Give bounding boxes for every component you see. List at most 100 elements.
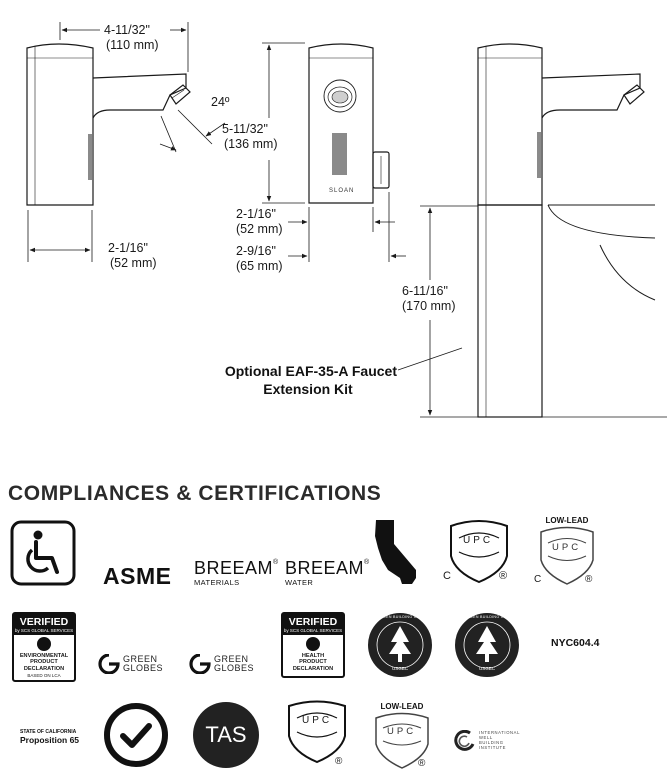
verified-epd-desc-2: PRODUCT — [30, 659, 58, 666]
breeam-materials-name: BREEAM — [194, 558, 274, 578]
sink-basin — [547, 204, 656, 301]
breeam-materials-logo: BREEAM® MATERIALS — [194, 559, 279, 587]
cupc-low-lead-r: ® — [585, 574, 593, 585]
green-globes-1-line1: GREEN — [123, 654, 158, 665]
breeam-water-logo: BREEAM® WATER — [285, 559, 370, 587]
verified-epd-sub: by SCS GLOBAL SERVICES — [14, 628, 74, 635]
iwbi-line4: INSTITUTE — [479, 744, 507, 750]
front-body-frac: 2-1/16" — [236, 207, 276, 221]
green-globes-2-line1: GREEN — [214, 654, 249, 665]
side-base-frac: 2-1/16" — [108, 241, 148, 255]
breeam-water-reg: ® — [364, 559, 370, 566]
front-view-side-valve — [372, 151, 390, 189]
green-globes-1-line2: GLOBES — [123, 663, 164, 673]
green-globes-icon — [189, 654, 211, 674]
verified-epd-foot: BASED ON LCA — [27, 673, 61, 679]
breeam-water-name: BREEAM — [285, 558, 365, 578]
verified-epd-desc-3: DECLARATION — [23, 665, 65, 672]
cupc-low-lead-icon: LOW-LEAD UPC C ® — [531, 516, 603, 588]
verified-hpd-desc-2: PRODUCT — [299, 659, 327, 666]
usgbc-2-ring-text: U.S. GREEN BUILDING COUNCIL — [454, 615, 519, 619]
green-globes-icon — [98, 654, 120, 674]
usgbc-1-ring-text: U.S. GREEN BUILDING COUNCIL — [367, 615, 432, 619]
front-view-body — [308, 43, 374, 204]
kit-label-line2: Extension Kit — [263, 381, 353, 397]
iwbi-line1: INTERNATIONAL — [479, 730, 520, 736]
verified-hpd-title: VERIFIED — [283, 614, 343, 628]
ada-accessible-icon — [10, 520, 78, 591]
upc-shield-r: ® — [335, 756, 343, 767]
verified-epd-badge: VERIFIED by SCS GLOBAL SERVICES ENVIRONM… — [12, 612, 76, 683]
nyc-604-label: NYC604.4 — [551, 637, 600, 649]
upc-low-lead-icon: LOW-LEAD UPC ® — [368, 702, 436, 772]
front-view — [308, 43, 390, 204]
iwbi-line2: WELL — [479, 735, 493, 741]
upc-low-lead-label: LOW-LEAD — [380, 702, 424, 711]
front-view-aerator — [323, 79, 357, 113]
verified-epd-desc-1: ENVIRONMENTAL — [19, 653, 69, 659]
spout-angle: 24º — [211, 95, 230, 109]
iwbi-swirl-icon — [454, 730, 475, 751]
tas-badge: TAS — [193, 702, 259, 768]
top-width-mm: (110 mm) — [106, 38, 159, 52]
extension-height-mm: (170 mm) — [402, 299, 455, 313]
breeam-materials-sub: MATERIALS — [194, 578, 240, 587]
cupc-r-mark: ® — [499, 570, 508, 582]
top-width-frac: 4-11/32" — [104, 23, 150, 37]
front-overall-frac: 2-9/16" — [236, 244, 276, 258]
certifications-heading: COMPLIANCES & CERTIFICATIONS — [8, 482, 382, 505]
front-view-sensor-window — [332, 133, 347, 175]
verified-hpd-badge: VERIFIED by SCS GLOBAL SERVICES HEALTH P… — [281, 612, 345, 679]
front-body-mm: (52 mm) — [236, 222, 283, 236]
side-view-sensor-window — [88, 134, 92, 180]
kit-label-line1: Optional EAF-35-A Faucet — [225, 363, 398, 379]
extension-height-frac: 6-11/16" — [402, 284, 448, 298]
verified-hpd-sub: by SCS GLOBAL SERVICES — [283, 628, 343, 635]
upc-low-lead-r: ® — [418, 758, 426, 769]
iwbi-logo: INTERNATIONAL WELL BUILDING INSTITUTE — [454, 730, 520, 752]
side-view-body — [26, 43, 94, 206]
scs-check-icon — [37, 637, 51, 651]
cupc-upc-text: UPC — [463, 535, 494, 546]
asme-logo: ASME — [103, 563, 172, 589]
extension-kit-tube — [477, 204, 543, 418]
iwbi-line3: BUILDING — [479, 740, 504, 745]
faucet-dimension-drawing: 4-11/32" (110 mm) 24º 2-1/16" (52 mm) SL… — [26, 22, 667, 418]
usgbc-1-mark: USGBC — [391, 666, 408, 671]
height-frac: 5-11/32" — [222, 122, 268, 136]
california-state-icon — [372, 518, 422, 593]
extension-faucet-body — [477, 43, 543, 206]
prop65-line2: Proposition 65 — [20, 735, 80, 745]
breeam-water-sub: WATER — [285, 578, 314, 587]
extension-spout — [541, 73, 641, 119]
extension-view — [477, 43, 656, 418]
cupc-shield-icon: UPC C ® — [443, 518, 515, 586]
usgbc-seal-1: USGBC U.S. GREEN BUILDING COUNCIL — [367, 612, 433, 678]
side-view-spout — [92, 73, 187, 119]
green-globes-2-line2: GLOBES — [214, 663, 255, 673]
verified-hpd-desc-3: DECLARATION — [292, 665, 334, 672]
upc-shield-icon: UPC ® — [283, 700, 351, 770]
breeam-materials-reg: ® — [273, 559, 279, 566]
cupc-low-lead-upc: UPC — [552, 542, 582, 553]
upc-shield-text: UPC — [302, 715, 333, 726]
prop65-line1: STATE OF CALIFORNIA — [20, 729, 77, 735]
verified-epd-title: VERIFIED — [14, 614, 74, 628]
verified-hpd-desc-1: HEALTH — [301, 653, 325, 659]
side-view — [26, 43, 191, 206]
usgbc-2-mark: USGBC — [478, 666, 495, 671]
cupc-c-mark: C — [443, 570, 451, 582]
prop65-label: STATE OF CALIFORNIA Proposition 65 — [20, 729, 79, 745]
front-overall-mm: (65 mm) — [236, 259, 283, 273]
usgbc-seal-2: USGBC U.S. GREEN BUILDING COUNCIL — [454, 612, 520, 678]
check-circle-icon — [103, 702, 169, 773]
height-mm: (136 mm) — [224, 137, 277, 151]
cupc-low-lead-label: LOW-LEAD — [545, 516, 589, 525]
scs-check-icon — [306, 637, 320, 651]
upc-low-lead-upc: UPC — [387, 726, 417, 737]
front-brand: SLOAN — [329, 188, 354, 194]
side-base-mm: (52 mm) — [110, 256, 157, 270]
cupc-low-lead-c: C — [534, 574, 542, 585]
